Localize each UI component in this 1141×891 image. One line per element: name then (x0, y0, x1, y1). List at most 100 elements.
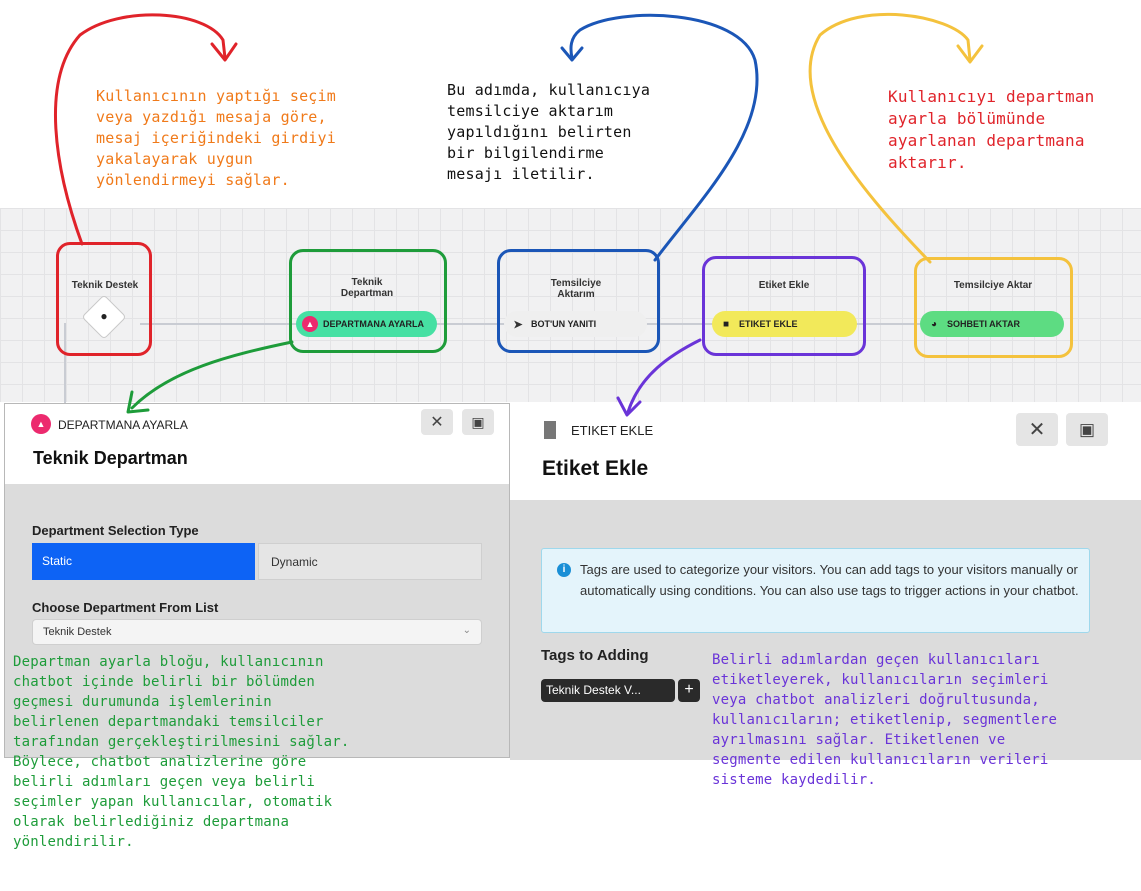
sohbeti-aktar-pill[interactable]: ◕ SOHBETI AKTAR (920, 311, 1064, 337)
annotation-line: Kullanıcının yaptığı seçim (96, 87, 336, 105)
annotation-line: belirli adımları geçen veya belirli (13, 774, 316, 790)
selection-type-label: Department Selection Type (32, 523, 199, 538)
tag-chip[interactable]: Teknik Destek V... (541, 679, 675, 702)
annotation-line: chatbot içinde belirli bir bölümden (13, 674, 316, 690)
etiket-ekle-panel: ETIKET EKLE Etiket Ekle ✕ ▣ i Tags are u… (510, 403, 1141, 760)
annotation-line: ayrılmasını sağlar. Etiketlenen ve (712, 732, 1006, 748)
annotation-purple: Belirli adımlardan geçen kullanıcıları e… (712, 650, 1057, 790)
node-etiket-ekle[interactable]: Etiket Ekle ■ ETIKET EKLE (706, 258, 862, 350)
highlight-ring-yellow (914, 257, 1073, 358)
departmana-ayarla-panel: ▲ DEPARTMANA AYARLA Teknik Departman ✕ ▣… (4, 403, 510, 758)
annotation-line: veya chatbot analizleri doğrultusunda, (712, 692, 1040, 708)
panel-title: Etiket Ekle (542, 457, 649, 480)
option-dynamic[interactable]: Dynamic (258, 543, 482, 580)
highlight-ring-blue (497, 249, 660, 353)
annotation-line: belirlenen departmandaki temsilciler (13, 714, 324, 730)
node-title-line2: Aktarım (557, 289, 595, 300)
annotation-line: ayarla bölümünde (888, 109, 1046, 128)
annotation-line: bir bilgilendirme (447, 144, 604, 162)
annotation-line: geçmesi durumunda işlemlerinin (13, 694, 272, 710)
node-teknik-departman[interactable]: Teknik Departman ▲ DEPARTMANA AYARLA (292, 254, 442, 350)
botun-yaniti-pill[interactable]: ➤ BOT'UN YANITI (504, 311, 647, 337)
bookmark-icon: ■ (722, 318, 730, 330)
node-title-line1: Teknik (351, 277, 383, 288)
close-button[interactable]: ✕ (1016, 413, 1058, 446)
chevron-down-icon: ⌄ (462, 625, 471, 636)
highlight-ring-purple (702, 256, 866, 356)
pill-label: ETIKET EKLE (739, 319, 798, 329)
node-title: Temsilciye Aktar (953, 280, 1033, 291)
panel-type-label: ETIKET EKLE (571, 423, 654, 438)
annotation-line: ayarlanan departmana (888, 131, 1085, 150)
save-button[interactable]: ▣ (462, 409, 494, 435)
annotation-line: segmente edilen kullanıcıların verileri (712, 752, 1049, 768)
save-button[interactable]: ▣ (1066, 413, 1108, 446)
tags-label: Tags to Adding (541, 647, 649, 664)
annotation-line: Böylece, chatbot analizlerine göre (13, 754, 307, 770)
annotation-line: Belirli adımlardan geçen kullanıcıları (712, 652, 1040, 668)
pill-label: DEPARTMANA AYARLA (323, 319, 425, 329)
annotation-line: yönlendirilir. (13, 834, 134, 850)
annotation-line: kullanıcıların; etiketlenip, segmentlere (712, 712, 1058, 728)
annotation-line: Departman ayarla bloğu, kullanıcının (13, 654, 324, 670)
annotation-line: etiketleyerek, kullanıcıların seçimleri (712, 672, 1049, 688)
annotation-black: Bu adımda, kullanıcıya temsilciye aktarı… (447, 80, 650, 185)
annotation-red: Kullanıcıyı departman ayarla bölümünde a… (888, 86, 1095, 174)
annotation-line: Kullanıcıyı departman (888, 87, 1095, 106)
departmana-ayarla-pill[interactable]: ▲ DEPARTMANA AYARLA (296, 311, 437, 337)
annotation-green: Departman ayarla bloğu, kullanıcının cha… (13, 652, 350, 852)
connector-line (64, 323, 66, 403)
choose-department-label: Choose Department From List (32, 600, 219, 615)
headset-icon: ◕ (930, 318, 938, 330)
info-box: i Tags are used to categorize your visit… (541, 548, 1090, 633)
annotation-line: yönlendirmeyi sağlar. (96, 171, 290, 189)
annotation-line: mesajı iletilir. (447, 165, 595, 183)
info-icon: i (557, 563, 571, 577)
node-temsilciye-aktar[interactable]: Temsilciye Aktar ◕ SOHBETI AKTAR (916, 258, 1070, 350)
panel-type-label: DEPARTMANA AYARLA (58, 418, 188, 432)
departman-icon: ▲ (31, 414, 51, 434)
node-temsilciye-aktarim[interactable]: Temsilciye Aktarım ➤ BOT'UN YANITI (500, 254, 652, 350)
close-button[interactable]: ✕ (421, 409, 453, 435)
info-text: Tags are used to categorize your visitor… (580, 562, 1079, 598)
annotation-line: seçimler yapan kullanıcılar, otomatik (13, 794, 333, 810)
node-title: Etiket Ekle (758, 280, 810, 291)
node-teknik-destek[interactable]: Teknik Destek ● (60, 270, 150, 350)
user-icon: ● (100, 309, 108, 323)
highlight-ring-green (289, 249, 447, 353)
node-title-line2: Departman (340, 288, 394, 299)
annotation-line: yakalayarak uygun (96, 150, 253, 168)
annotation-line: tarafından gerçekleştirilmesini sağlar. (13, 734, 350, 750)
save-icon: ▣ (1078, 419, 1096, 439)
pill-label: SOHBETI AKTAR (947, 319, 1020, 329)
annotation-line: olarak belirlediğiniz departmana (13, 814, 290, 830)
annotation-orange: Kullanıcının yaptığı seçim veya yazdığı … (96, 86, 336, 191)
panel-header: ▲ DEPARTMANA AYARLA Teknik Departman ✕ ▣ (5, 404, 509, 484)
departman-icon: ▲ (302, 316, 318, 332)
arrow-red-head (210, 42, 238, 62)
annotation-line: temsilciye aktarım (447, 102, 614, 120)
highlight-ring-red (56, 242, 152, 356)
panel-title: Teknik Departman (33, 448, 188, 468)
select-value: Teknik Destek (43, 626, 112, 638)
close-icon: ✕ (430, 414, 444, 431)
arrow-blue-head (560, 46, 584, 62)
arrow-yellow-head (956, 44, 984, 64)
annotation-line: Bu adımda, kullanıcıya (447, 81, 651, 99)
close-icon: ✕ (1028, 419, 1046, 441)
node-title-line1: Temsilciye (550, 278, 602, 289)
department-select[interactable]: Teknik Destek ⌄ (32, 619, 482, 645)
plus-icon: + (684, 681, 694, 698)
pill-label: BOT'UN YANITI (531, 319, 597, 329)
save-icon: ▣ (471, 413, 485, 430)
etiket-ekle-pill[interactable]: ■ ETIKET EKLE (712, 311, 857, 337)
annotation-line: yapıldığını belirten (447, 123, 632, 141)
add-tag-button[interactable]: + (678, 679, 700, 702)
panel-header: ETIKET EKLE Etiket Ekle ✕ ▣ (510, 403, 1141, 500)
annotation-line: sisteme kaydedilir. (712, 772, 876, 788)
bookmark-icon (544, 421, 556, 439)
option-static[interactable]: Static (32, 543, 255, 580)
annotation-line: aktarır. (888, 153, 967, 172)
annotation-line: veya yazdığı mesaja göre, (96, 108, 327, 126)
send-icon: ➤ (513, 318, 523, 331)
